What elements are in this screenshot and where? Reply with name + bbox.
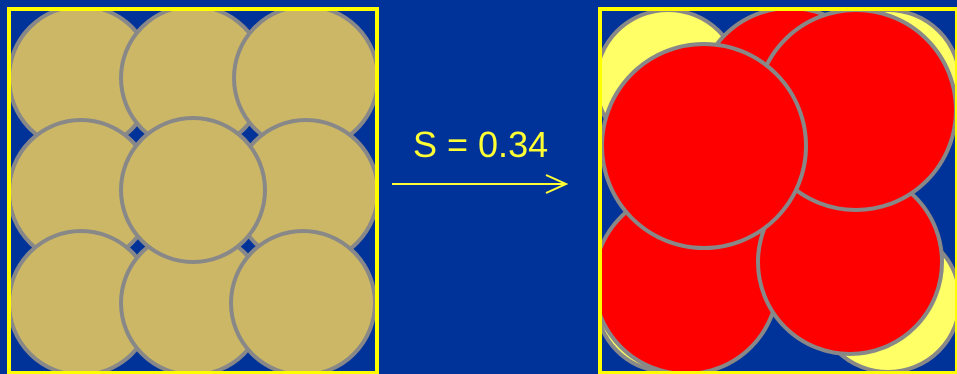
arrow-head [545,174,569,194]
left-circle [119,116,267,264]
right-frame [598,7,957,374]
left-frame [7,7,379,374]
transition: S = 0.34 [392,124,569,194]
left-circle [229,229,377,373]
left-packing-panel [7,7,379,374]
big-circle [600,42,808,250]
right-packing-panel [598,7,957,374]
transition-label: S = 0.34 [413,124,548,165]
